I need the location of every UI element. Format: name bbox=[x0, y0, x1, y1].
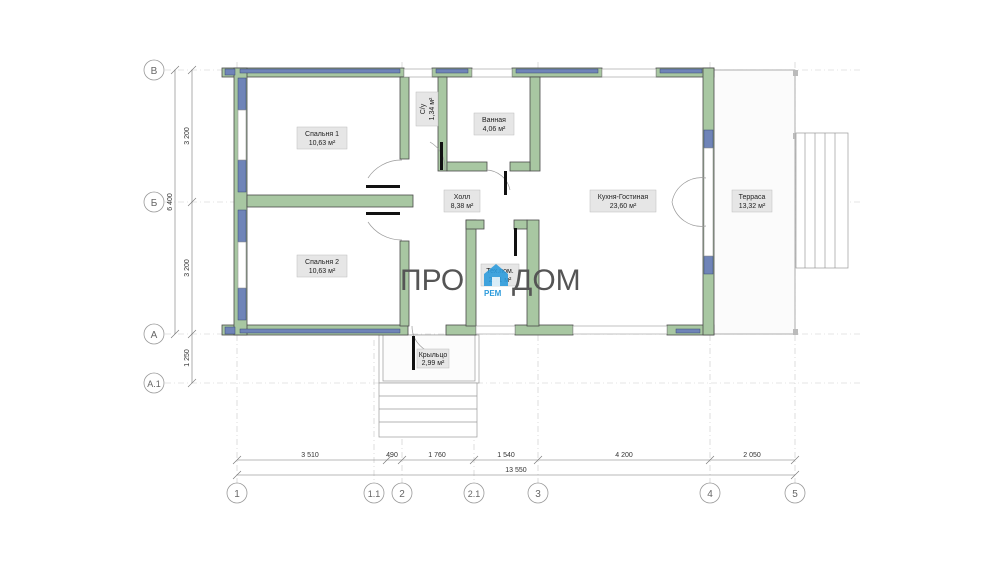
axis-marker-col-2-1: 2.1 bbox=[463, 482, 485, 504]
windows bbox=[224, 68, 714, 335]
axis-marker-col-2: 2 bbox=[391, 482, 413, 504]
svg-text:РЕМ: РЕМ bbox=[484, 289, 502, 298]
axis-marker-col-3: 3 bbox=[527, 482, 549, 504]
terrace-stairs bbox=[795, 132, 849, 269]
axis-marker-col-5: 5 bbox=[784, 482, 806, 504]
dim-h-6: 2 050 bbox=[743, 452, 761, 459]
room-kitchen-living: Кухня-Гостиная 23,60 м² bbox=[589, 189, 657, 213]
svg-text:Спальня 1: Спальня 1 bbox=[305, 131, 339, 138]
svg-text:А: А bbox=[151, 330, 158, 341]
vertical-dimensions bbox=[170, 65, 197, 388]
svg-text:ДОМ: ДОМ bbox=[512, 264, 581, 297]
axis-marker-col-1: 1 bbox=[226, 482, 248, 504]
room-bathroom: Ванная 4,06 м² bbox=[473, 112, 515, 136]
dim-v-2: 3 200 bbox=[184, 259, 191, 277]
glazing bbox=[237, 68, 714, 335]
svg-text:С/у: С/у bbox=[420, 103, 427, 114]
horizontal-dimensions bbox=[232, 455, 800, 480]
axis-marker-row-A1: А.1 bbox=[143, 372, 165, 394]
room-hall: Холл 8,38 м² bbox=[443, 189, 481, 213]
svg-text:2: 2 bbox=[399, 489, 405, 500]
svg-text:2.1: 2.1 bbox=[468, 489, 481, 499]
dim-h-3: 1 760 bbox=[428, 452, 446, 459]
dim-h-4: 1 540 bbox=[497, 452, 515, 459]
svg-text:А.1: А.1 bbox=[147, 379, 161, 389]
dim-h-5: 4 200 bbox=[615, 452, 633, 459]
svg-text:Кухня-Гостиная: Кухня-Гостиная bbox=[598, 194, 649, 201]
doors bbox=[367, 141, 707, 355]
axis-marker-col-1-1: 1.1 bbox=[363, 482, 385, 504]
svg-text:Терраса: Терраса bbox=[739, 194, 766, 201]
svg-text:Крыльцо: Крыльцо bbox=[419, 352, 448, 359]
room-terrace: Терраса 13,32 м² bbox=[731, 189, 773, 213]
svg-text:10,63 м²: 10,63 м² bbox=[309, 268, 336, 275]
axis-marker-row-V: В bbox=[143, 59, 165, 81]
row-axis-markers: В Б А А.1 bbox=[143, 59, 165, 394]
column-axis-markers: 1 1.1 2 2.1 3 4 5 bbox=[226, 482, 806, 504]
room-bedroom-2: Спальня 2 10,63 м² bbox=[296, 254, 348, 278]
room-porch: Крыльцо 2,99 м² bbox=[416, 348, 450, 369]
axis-marker-row-A: А bbox=[143, 323, 165, 345]
room-labels: Спальня 1 10,63 м² Спальня 2 10,63 м² С/… bbox=[296, 91, 773, 369]
dim-v-3: 1 250 bbox=[184, 349, 191, 367]
svg-text:1,34 м²: 1,34 м² bbox=[429, 97, 436, 120]
svg-text:8,38 м²: 8,38 м² bbox=[451, 203, 474, 210]
svg-text:2,99 м²: 2,99 м² bbox=[422, 360, 445, 367]
svg-text:ПРО: ПРО bbox=[400, 264, 464, 297]
svg-text:13,32 м²: 13,32 м² bbox=[739, 203, 766, 210]
room-wc: С/у 1,34 м² bbox=[415, 91, 439, 127]
axis-marker-row-B: Б bbox=[143, 191, 165, 213]
svg-text:Ванная: Ванная bbox=[482, 117, 506, 124]
svg-text:5: 5 bbox=[792, 489, 798, 500]
logo: ПРО ДОМ РЕМ bbox=[400, 264, 581, 298]
dim-h-2: 490 bbox=[386, 452, 398, 459]
svg-text:Спальня 2: Спальня 2 bbox=[305, 259, 339, 266]
svg-text:4: 4 bbox=[707, 489, 713, 500]
svg-text:4,06 м²: 4,06 м² bbox=[483, 126, 506, 133]
dim-h-total: 13 550 bbox=[505, 467, 527, 474]
svg-text:23,60 м²: 23,60 м² bbox=[610, 203, 637, 210]
svg-text:1.1: 1.1 bbox=[368, 489, 381, 499]
dim-h-1: 3 510 bbox=[301, 452, 319, 459]
dim-v-1: 3 200 bbox=[184, 127, 191, 145]
room-bedroom-1: Спальня 1 10,63 м² bbox=[296, 126, 348, 150]
svg-text:3: 3 bbox=[535, 489, 541, 500]
door-leaves bbox=[366, 142, 517, 370]
svg-text:1: 1 bbox=[234, 489, 240, 500]
porch-stairs bbox=[378, 382, 478, 438]
svg-text:В: В bbox=[151, 66, 158, 77]
axis-marker-col-4: 4 bbox=[699, 482, 721, 504]
svg-text:Холл: Холл bbox=[454, 194, 471, 201]
svg-text:10,63 м²: 10,63 м² bbox=[309, 140, 336, 147]
porch bbox=[378, 334, 480, 384]
house-icon bbox=[484, 264, 508, 286]
dim-v-total: 6 400 bbox=[167, 193, 174, 211]
svg-text:Б: Б bbox=[151, 198, 158, 209]
